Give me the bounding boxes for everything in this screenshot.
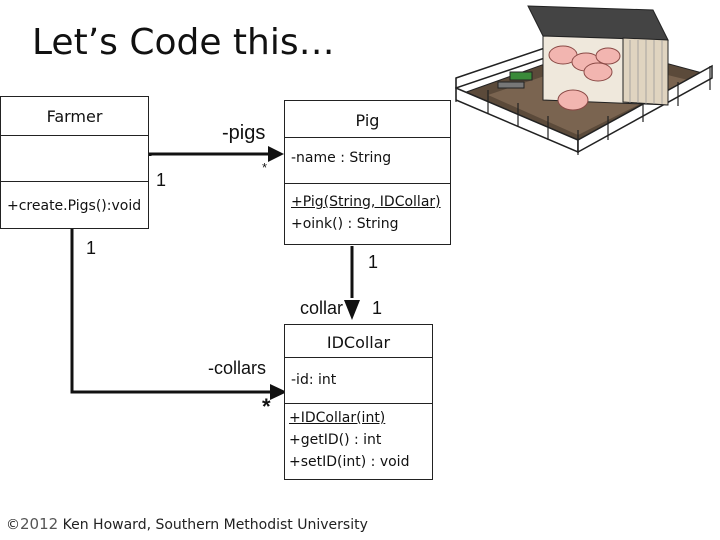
operation-oink: +oink() : String — [291, 216, 399, 232]
class-pig: Pig -name : String +Pig(String, IDCollar… — [284, 100, 451, 245]
copyright-text: Ken Howard, Southern Methodist Universit… — [62, 517, 368, 533]
class-farmer-name: Farmer — [46, 107, 103, 126]
mult-farmer-collar-source: 1 — [86, 238, 97, 258]
class-idcollar-name: IDCollar — [326, 333, 391, 352]
role-collar: collar — [300, 298, 344, 318]
slide-title: Let’s Code this… — [32, 22, 335, 63]
mult-farmer-pig-target: * — [262, 160, 268, 175]
farmer-pig-association — [148, 152, 268, 156]
role-pigs: -pigs — [222, 122, 266, 144]
pig-pen-illustration — [455, 5, 713, 155]
operation-set-id: +setID(int) : void — [289, 454, 410, 470]
operation-idcollar-constructor: +IDCollar(int) — [289, 410, 386, 426]
mult-pig-collar-target: 1 — [372, 298, 383, 318]
class-farmer: Farmer +create.Pigs():void — [0, 96, 149, 229]
class-idcollar: IDCollar -id: int +IDCollar(int) +getID(… — [284, 324, 433, 480]
mult-farmer-pig-source: 1 — [156, 170, 167, 190]
copyright-symbol: © — [6, 517, 20, 533]
mult-farmer-collar-target: * — [262, 394, 271, 419]
class-pig-attributes: -name : String — [285, 137, 450, 184]
class-farmer-operations: +create.Pigs():void — [1, 181, 148, 230]
operation-create-pigs: +create.Pigs():void — [7, 198, 142, 214]
mult-pig-collar-source: 1 — [368, 252, 379, 272]
class-farmer-attributes — [1, 135, 148, 182]
operation-get-id: +getID() : int — [289, 432, 382, 448]
farmer-collar-association — [70, 229, 270, 394]
class-pig-name: Pig — [355, 111, 380, 130]
attribute-name: -name : String — [291, 150, 392, 166]
role-collars: -collars — [208, 358, 267, 378]
arrowhead-idcollar — [270, 384, 287, 400]
arrowhead-collar — [344, 300, 360, 320]
operation-pig-constructor: +Pig(String, IDCollar) — [291, 194, 441, 210]
attribute-id: -id: int — [291, 372, 337, 388]
class-idcollar-operations: +IDCollar(int) +getID() : int +setID(int… — [285, 403, 432, 481]
class-idcollar-attributes: -id: int — [285, 357, 432, 404]
class-pig-operations: +Pig(String, IDCollar) +oink() : String — [285, 183, 450, 246]
arrowhead-pig — [268, 146, 284, 162]
copyright-year: 2012 — [20, 515, 59, 533]
copyright-footer: ©2012 Ken Howard, Southern Methodist Uni… — [6, 515, 368, 533]
